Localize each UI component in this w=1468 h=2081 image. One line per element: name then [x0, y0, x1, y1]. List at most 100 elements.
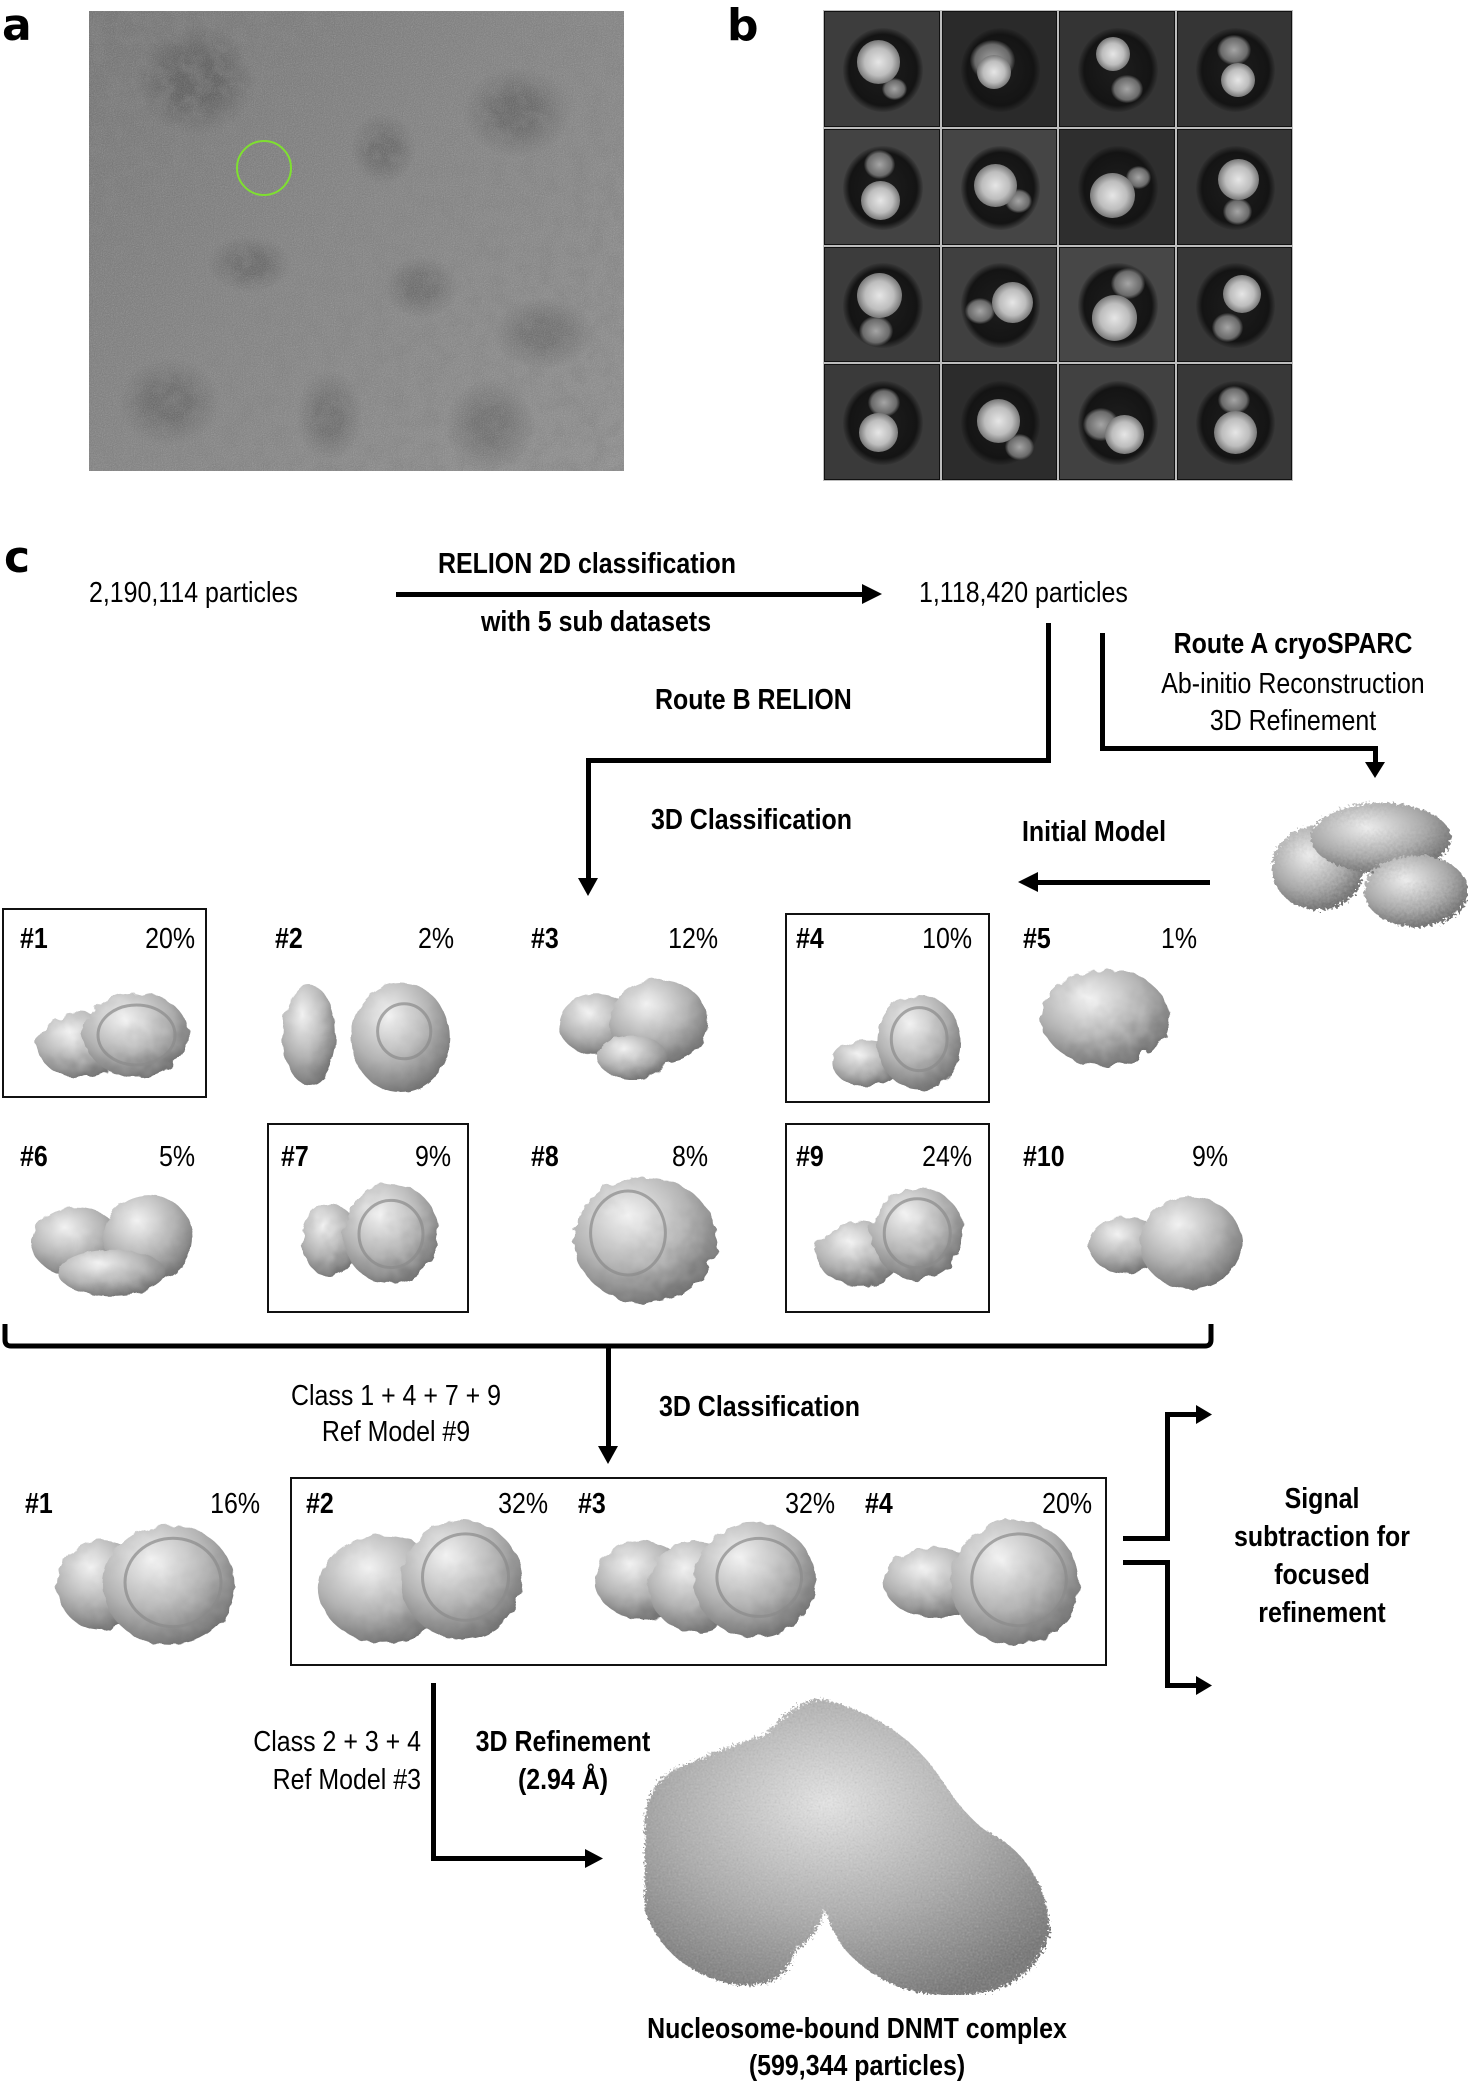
relion-2d-label: RELION 2D classification: [438, 548, 736, 580]
round2-class-id: #4: [865, 1488, 893, 1520]
panel-label-a: a: [2, 0, 32, 51]
round1-class-id: #8: [531, 1141, 559, 1173]
micrograph-image: [89, 11, 624, 471]
round1-class-id: #1: [20, 923, 48, 955]
arrowhead-left: [1018, 872, 1038, 892]
nucleosome-density: [1089, 172, 1135, 219]
density-map: [282, 982, 450, 1093]
nucleosome-density: [856, 40, 900, 84]
subtraction-branch-upper-vertical: [1165, 1412, 1170, 1541]
round1-class-percentage: 2%: [417, 923, 454, 955]
arrowhead-right: [1196, 1405, 1212, 1424]
subtraction-branch-lower-horizontal: [1165, 1683, 1199, 1688]
density-map: [319, 1520, 522, 1644]
route-a-horizontal: [1100, 746, 1378, 751]
density-map: [36, 993, 189, 1077]
round1-class-id: #6: [20, 1141, 48, 1173]
round1-class-id: #7: [281, 1141, 309, 1173]
round1-class-id: #9: [796, 1141, 824, 1173]
round2-class-id: #2: [306, 1488, 334, 1520]
density-map: [1041, 969, 1169, 1066]
route-a-down: [1373, 746, 1378, 766]
route-a-step2: 3D Refinement: [1209, 705, 1377, 737]
nucleosome-density: [856, 272, 903, 319]
round1-class-percentage: 24%: [922, 1141, 972, 1173]
nucleosome-density: [992, 281, 1034, 323]
density-map: [816, 1187, 964, 1287]
merge1-classes: Class 1 + 4 + 7 + 9: [290, 1380, 502, 1412]
nucleosome-density: [976, 399, 1020, 443]
class-average-density: [881, 77, 907, 101]
round2-class-id: #3: [578, 1488, 606, 1520]
nucleosome-density: [974, 163, 1018, 208]
arrowhead-down: [1365, 762, 1385, 778]
class-average-density: [868, 388, 900, 417]
initial-model-label: Initial Model: [1022, 816, 1167, 848]
round1-class-percentage: 12%: [668, 923, 718, 955]
class-average: [941, 11, 1057, 127]
class-average-density: [1218, 385, 1251, 415]
class-average: [1059, 128, 1175, 245]
nucleosome-density: [1222, 274, 1262, 314]
subtraction-branch-upper-horizontal: [1165, 1412, 1199, 1417]
class-average: [1176, 364, 1292, 480]
class-average: [1176, 246, 1292, 363]
class-average: [1059, 246, 1175, 363]
class-average: [824, 246, 940, 363]
round1-class-id: #5: [1023, 923, 1051, 955]
arrowhead-right: [862, 584, 882, 604]
class-average: [824, 364, 940, 480]
nucleosome-density: [1218, 159, 1260, 201]
post-2d-particle-count: 1,118,420 particles: [919, 577, 1128, 609]
class-average: [941, 128, 1057, 245]
nucleosome-density: [1105, 415, 1144, 454]
density-map: [594, 1522, 816, 1638]
final-particle-count: (599,344 particles): [748, 2050, 966, 2081]
selected-class-box: [2, 908, 207, 1098]
class-average: [1059, 11, 1175, 127]
round2-class-percentage: 32%: [498, 1488, 548, 1520]
merge1-ref-model: Ref Model #9: [321, 1416, 471, 1448]
round1-class-percentage: 5%: [158, 1141, 195, 1173]
subtraction-branch-lower-vertical: [1165, 1560, 1170, 1688]
density-map: [57, 1525, 235, 1645]
selected-class-box: [785, 1123, 990, 1313]
class-average: [941, 246, 1057, 363]
route-b-connector: [1046, 623, 1051, 763]
micrograph-particles: [89, 11, 624, 471]
nucleosome-density: [976, 55, 1011, 90]
round2-class-percentage: 16%: [210, 1488, 260, 1520]
class-average-density: [1125, 166, 1151, 189]
nucleosome-density: [1220, 63, 1255, 98]
round2-class-id: #1: [25, 1488, 53, 1520]
final-complex-name: Nucleosome-bound DNMT complex: [647, 2013, 1067, 2045]
route-a-step1: Ab-initio Reconstruction: [1161, 668, 1425, 700]
class-average-density: [1111, 74, 1143, 104]
class-average: [1059, 364, 1175, 480]
subtraction-branch-lower: [1123, 1560, 1170, 1565]
class-average-density: [859, 315, 894, 347]
class-average-density: [965, 297, 995, 325]
density-map: [559, 979, 708, 1080]
signal-subtraction-label: Signal subtraction for focused refinemen…: [1234, 1483, 1410, 1629]
selected-class-box: [267, 1123, 469, 1313]
class-average: [824, 128, 940, 245]
3d-classification-label-2: 3D Classification: [659, 1391, 860, 1423]
class-average: [941, 364, 1057, 480]
round1-class-percentage: 9%: [1191, 1141, 1228, 1173]
sub-datasets-label: with 5 sub datasets: [481, 606, 712, 638]
round1-class-id: #2: [275, 923, 303, 955]
refinement-label: 3D Refinement: [475, 1726, 651, 1758]
class-average: [1176, 11, 1292, 127]
highlighted-particle-circle: [236, 140, 292, 196]
route-a-title: Route A cryoSPARC: [1173, 628, 1413, 660]
round2-class-percentage: 32%: [785, 1488, 835, 1520]
class-average-density: [1222, 198, 1253, 225]
arrowhead-right: [1196, 1676, 1212, 1695]
initial-model-arrow: [1034, 880, 1210, 885]
route-b-down: [586, 758, 591, 882]
density-map: [31, 1194, 193, 1296]
route-a-connector: [1100, 633, 1105, 751]
route-b-horizontal: [586, 758, 1051, 763]
